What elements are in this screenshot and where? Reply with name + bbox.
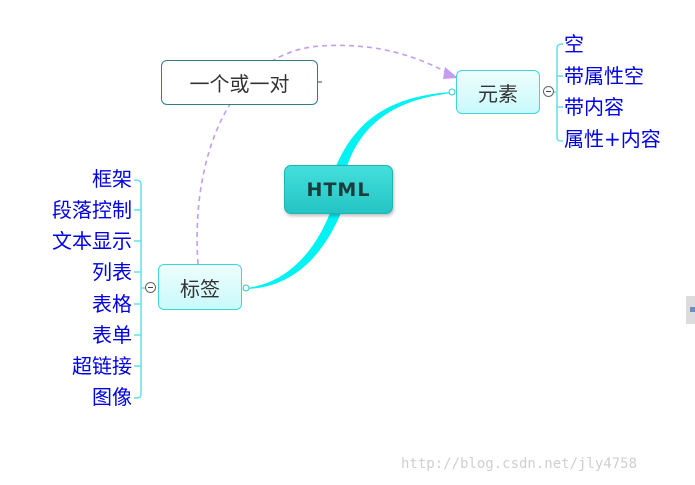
- tag-leaf[interactable]: 表格: [92, 292, 132, 316]
- tag-node[interactable]: 标签: [158, 264, 242, 310]
- watermark-text: http://blog.csdn.net/jly4758: [401, 456, 638, 472]
- tag-children-bracket: [133, 179, 146, 399]
- element-leaf[interactable]: 带属性空: [564, 64, 644, 88]
- tag-leaf[interactable]: 框架: [92, 167, 132, 191]
- branch-root-to-tag: [246, 213, 341, 289]
- branch-root-to-element: [336, 92, 452, 166]
- dashed-relation-line: [196, 44, 451, 265]
- branch-end-dot: [448, 88, 456, 96]
- side-panel-tab[interactable]: [686, 296, 695, 324]
- dashed-relation-arrowhead: [443, 67, 458, 79]
- tag-leaf[interactable]: 表单: [92, 323, 132, 347]
- element-leaf[interactable]: 属性+内容: [564, 127, 661, 151]
- tag-collapse-toggle-icon[interactable]: [145, 282, 156, 293]
- tag-leaf[interactable]: 超链接: [72, 354, 132, 378]
- element-collapse-toggle-icon[interactable]: [543, 86, 554, 97]
- note-node[interactable]: 一个或一对: [161, 60, 318, 105]
- root-node[interactable]: HTML: [284, 165, 393, 214]
- element-leaf[interactable]: 空: [564, 32, 584, 56]
- tag-leaf[interactable]: 列表: [92, 260, 132, 284]
- tag-leaf[interactable]: 文本显示: [52, 229, 132, 253]
- element-leaf[interactable]: 带内容: [564, 95, 624, 119]
- element-node[interactable]: 元素: [456, 70, 540, 114]
- tag-leaf[interactable]: 图像: [92, 385, 132, 409]
- branch-end-dot: [242, 284, 250, 292]
- tag-leaf[interactable]: 段落控制: [52, 198, 132, 222]
